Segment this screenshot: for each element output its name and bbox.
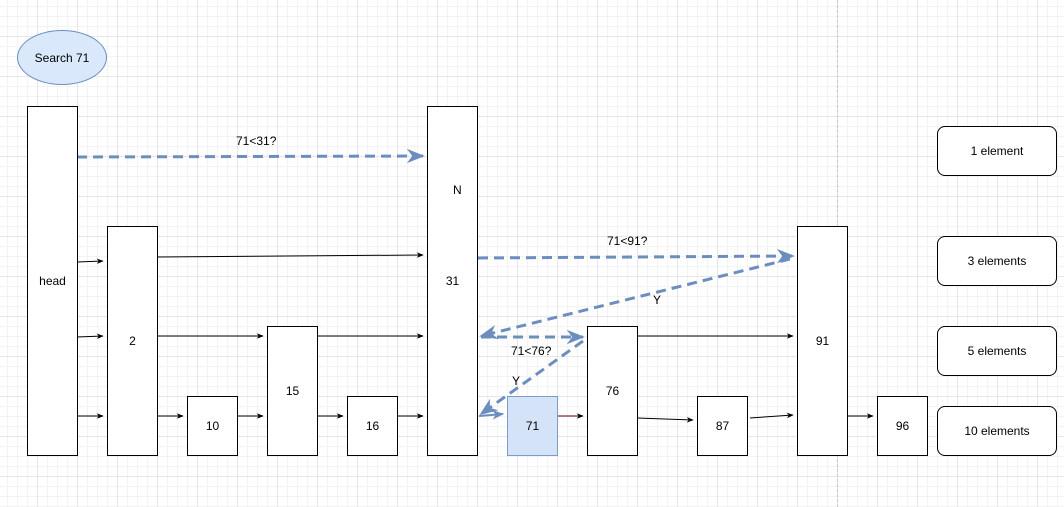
pointer-arrow: [76, 333, 104, 340]
level-label-10: 10 elements: [937, 406, 1057, 456]
level-label-1: 1 element: [937, 126, 1057, 176]
search-arrow-31-to-91: [477, 248, 795, 264]
pointer-arrow: [636, 416, 694, 423]
edge-label-cmp31: 71<31?: [236, 134, 277, 148]
node-10: 10: [187, 396, 238, 456]
node-16: 16: [347, 396, 398, 456]
node-31: 31: [427, 106, 478, 456]
node-96: 96: [877, 396, 928, 456]
search-arrow-31-to-71: [478, 410, 505, 420]
edge-label-n: N: [453, 183, 462, 197]
node-71-found: 71: [507, 396, 558, 456]
search-arrow-76-back-to-31: [479, 339, 584, 416]
edge-label-cmp76: 71<76?: [511, 344, 552, 358]
node-87: 87: [697, 396, 748, 456]
edge-label-y91: Y: [653, 293, 662, 307]
node-head: head: [27, 106, 78, 456]
node-76: 76: [587, 326, 638, 456]
search-arrow-head-to-31: [76, 148, 425, 164]
node-15: 15: [267, 326, 318, 456]
level-label-3: 3 elements: [937, 236, 1057, 286]
node-2: 2: [107, 226, 158, 456]
search-query-ellipse: Search 71: [17, 30, 107, 85]
pointer-arrow: [749, 412, 794, 419]
pointer-arrow: [156, 252, 424, 258]
search-arrow-91-back-to-31: [479, 257, 791, 340]
edge-label-y76: Y: [512, 374, 521, 388]
level-label-5: 5 elements: [937, 326, 1057, 376]
node-91: 91: [797, 226, 848, 456]
edge-label-cmp91: 71<91?: [607, 234, 648, 248]
pointer-arrow: [76, 258, 104, 265]
level-pointers: [76, 252, 874, 423]
